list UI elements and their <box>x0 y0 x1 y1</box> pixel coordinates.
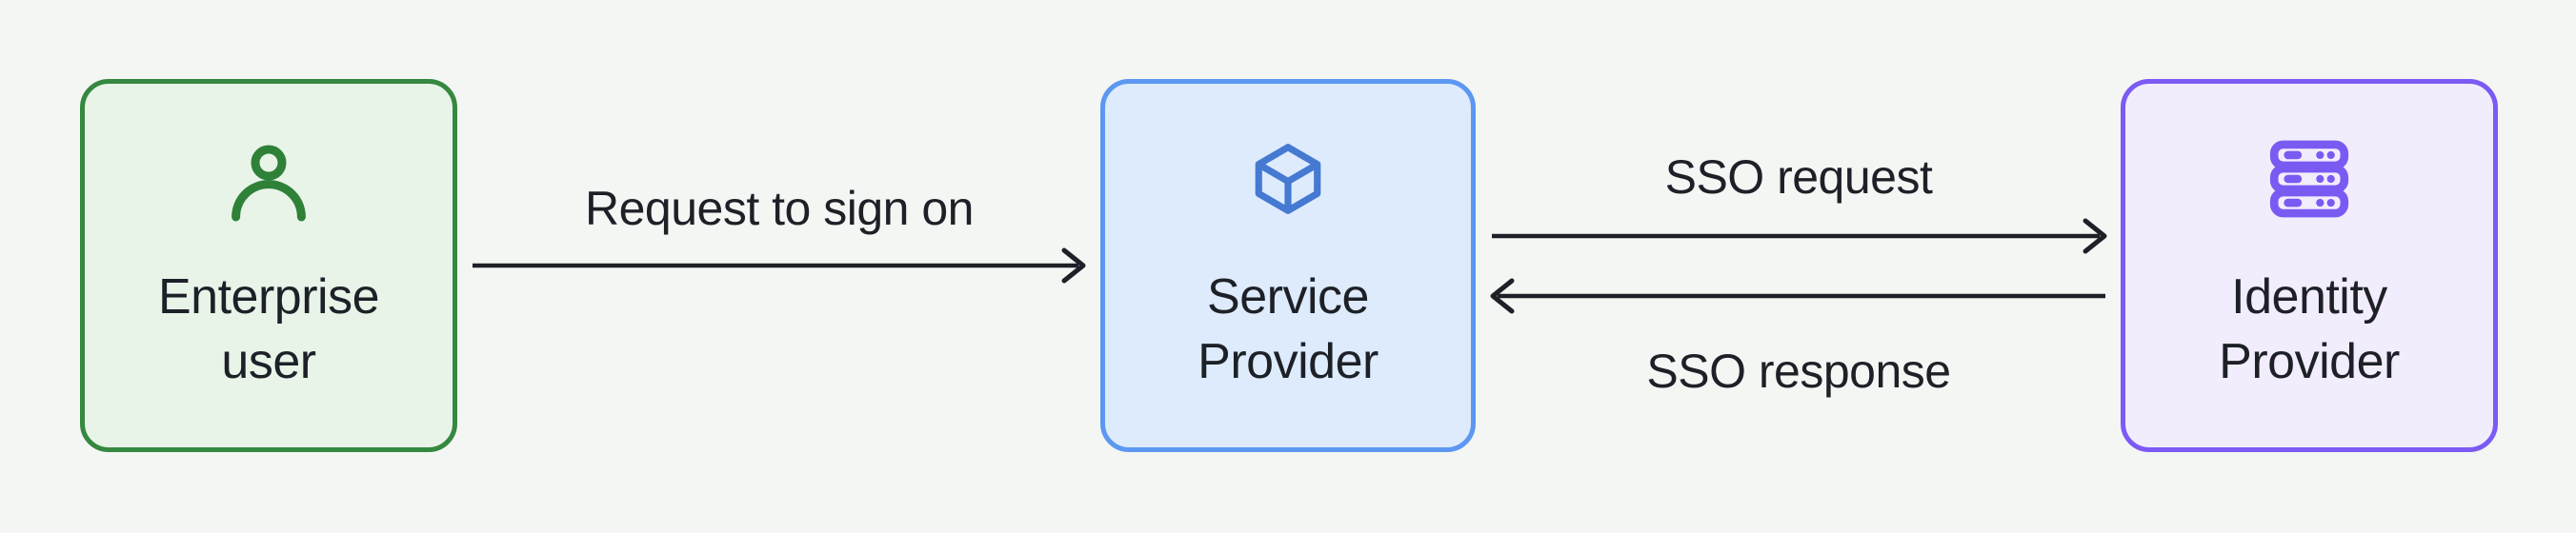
arrow-sso-response <box>1490 278 2105 314</box>
edge-label-sso-request: SSO request <box>1664 150 1933 204</box>
node-label-line: user <box>221 334 316 389</box>
edge-label-sso-response: SSO response <box>1646 345 1951 398</box>
node-label-enterprise-user: Enterprise user <box>158 265 380 394</box>
user-icon <box>223 131 314 227</box>
edge-label-request-to-sign-on: Request to sign on <box>585 182 974 235</box>
node-enterprise-user: Enterprise user <box>80 79 457 452</box>
arrow-request-to-sign-on <box>473 247 1086 284</box>
node-label-line: Provider <box>2219 334 2400 389</box>
node-label-service-provider: Service Provider <box>1197 265 1379 394</box>
node-label-line: Service <box>1207 269 1369 325</box>
node-label-line: Identity <box>2231 269 2387 325</box>
node-identity-provider: Identity Provider <box>2121 79 2498 452</box>
cube-icon <box>1249 131 1327 227</box>
node-label-line: Provider <box>1197 334 1379 389</box>
server-stack-icon <box>2264 131 2354 227</box>
node-label-identity-provider: Identity Provider <box>2219 265 2400 394</box>
node-label-line: Enterprise <box>158 269 380 325</box>
arrow-sso-request <box>1492 218 2107 254</box>
node-service-provider: Service Provider <box>1100 79 1476 452</box>
